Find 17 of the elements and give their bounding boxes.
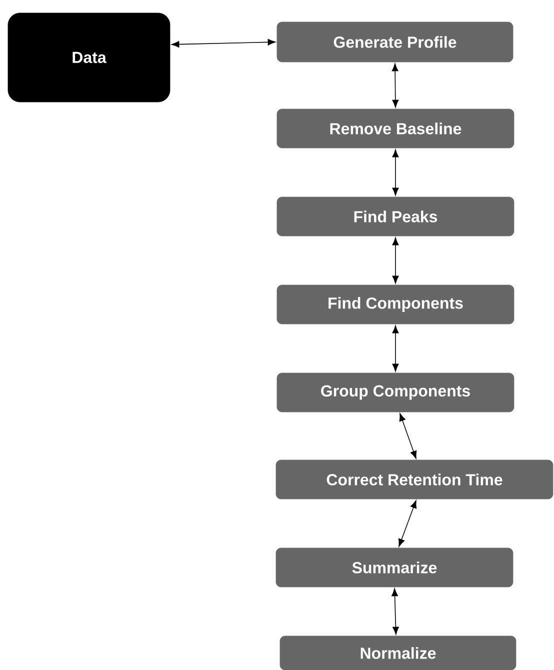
arrow [399, 413, 417, 459]
arrow [392, 149, 399, 196]
process-box: Summarize [276, 548, 514, 588]
arrow [392, 237, 399, 284]
arrow [392, 588, 399, 635]
process-box: Generate Profile [276, 22, 514, 62]
arrow [392, 63, 399, 108]
process-box: Find Peaks [276, 196, 514, 236]
data-box: Data [8, 12, 170, 102]
process-box: Remove Baseline [276, 108, 514, 148]
process-box: Group Components [276, 372, 514, 412]
process-box: Find Components [276, 284, 514, 324]
arrow [392, 325, 399, 372]
process-box: Correct Retention Time [276, 460, 554, 500]
arrow [171, 39, 276, 48]
process-box: Normalize [280, 636, 516, 670]
arrow [398, 500, 417, 547]
